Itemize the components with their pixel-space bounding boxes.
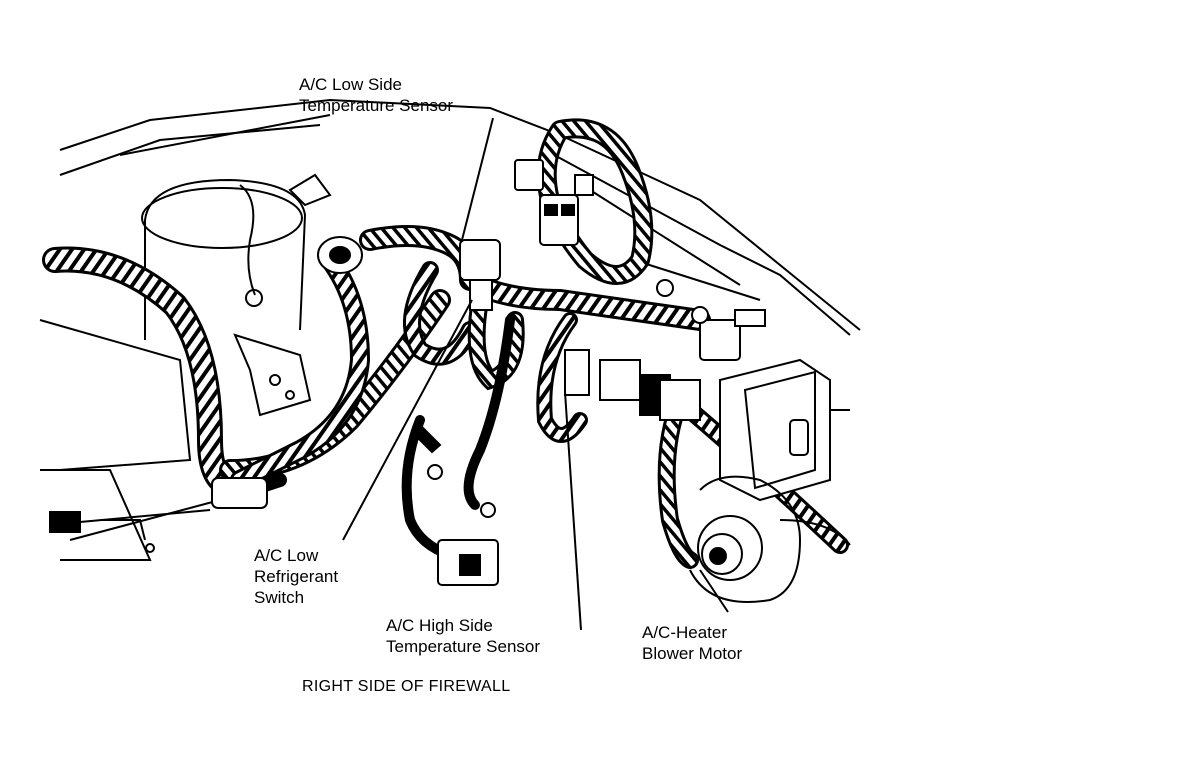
label-line: A/C Low (254, 546, 319, 565)
label-line: Switch (254, 588, 305, 607)
bracket-plate (233, 333, 312, 417)
leader-high-side-sensor (564, 391, 582, 631)
figure-caption: RIGHT SIDE OF FIREWALL (302, 678, 511, 695)
label-line: A/C Low Side (299, 75, 402, 94)
leader-low-side-sensor (461, 117, 494, 241)
label-line: Refrigerant (254, 567, 339, 586)
wiring-harness (42, 118, 849, 569)
label-line: Temperature Sensor (386, 637, 541, 656)
blower-motor-housing (689, 475, 851, 603)
components (211, 159, 850, 586)
battery-box (39, 319, 221, 561)
label-line: A/C-Heater (642, 623, 728, 642)
label-line: Blower Motor (642, 644, 743, 663)
leader-lines (342, 117, 729, 631)
leader-blower-motor (699, 569, 729, 613)
leader-low-refrigerant-switch (342, 299, 473, 541)
strut-tower (141, 173, 332, 340)
label-line: A/C High Side (386, 616, 493, 635)
label-line: Temperature Sensor (299, 96, 454, 115)
